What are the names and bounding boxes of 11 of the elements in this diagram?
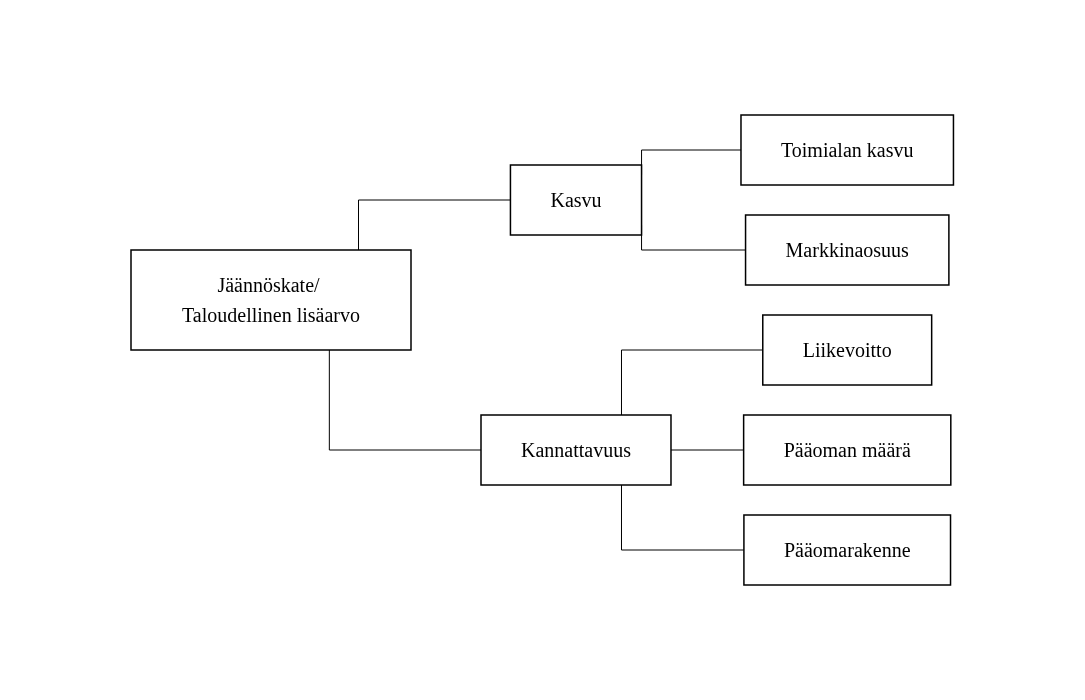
connector	[621, 484, 745, 551]
connector	[621, 349, 764, 416]
node-box: Toimialan kasvu	[740, 114, 955, 186]
node-box: Pääomarakenne	[743, 514, 952, 586]
node-box: Markkinaosuus	[745, 214, 950, 286]
node-box: Kannattavuus	[480, 414, 672, 486]
node-box: Kasvu	[509, 164, 643, 236]
node-box: Pääoman määrä	[743, 414, 952, 486]
node-box: Jäännöskate/ Taloudellinen lisäarvo	[130, 249, 412, 351]
connector	[329, 349, 482, 451]
node-box: Liikevoitto	[762, 314, 933, 386]
